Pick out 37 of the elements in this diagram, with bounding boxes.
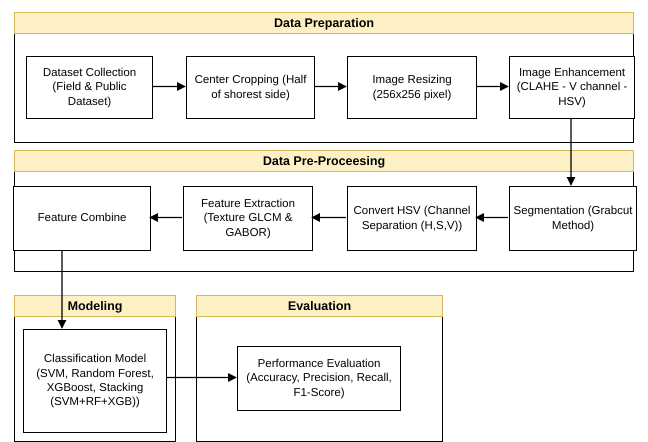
arrow bbox=[149, 212, 182, 222]
box-label: Convert HSV (Channel Separation (H,S,V)) bbox=[352, 204, 472, 233]
arrow bbox=[152, 82, 186, 92]
box-label: Dataset Collection (Field & Public Dataset) bbox=[42, 66, 138, 110]
process-box bbox=[13, 186, 151, 251]
box-label: Image Resizing (256x256 pixel) bbox=[371, 73, 453, 102]
arrow bbox=[476, 82, 509, 92]
box-label: Center Cropping (Half of shorest side) bbox=[194, 73, 308, 102]
arrow bbox=[57, 250, 67, 329]
process-box bbox=[186, 56, 315, 119]
section-header: Data Pre-Proceesing bbox=[14, 150, 634, 172]
process-box bbox=[347, 186, 477, 251]
section-panel bbox=[14, 150, 634, 272]
arrow bbox=[311, 212, 346, 222]
process-box bbox=[26, 56, 153, 119]
section-panel bbox=[196, 295, 443, 442]
process-box bbox=[23, 329, 167, 433]
box-label: Performance Evaluation (Accuracy, Precision, Recall, F1-Score) bbox=[245, 356, 393, 400]
process-box bbox=[509, 56, 635, 119]
arrow bbox=[475, 212, 508, 222]
section-panel bbox=[14, 12, 634, 143]
section-panel bbox=[14, 295, 176, 442]
box-label: Feature Combine bbox=[38, 211, 126, 226]
process-box bbox=[347, 56, 477, 119]
process-box bbox=[237, 346, 401, 411]
arrow bbox=[566, 118, 576, 186]
section-header: Evaluation bbox=[196, 295, 443, 317]
arrow bbox=[314, 82, 347, 92]
box-label: Classification Model (SVM, Random Forest, XGBoost, Stacking (SVM+RF+XGB)) bbox=[35, 352, 155, 410]
box-label: Feature Extraction (Texture GLCM & GABOR) bbox=[200, 196, 296, 240]
arrow bbox=[166, 372, 237, 382]
box-label: Image Enhancement (CLAHE - V channel - HSV) bbox=[516, 66, 628, 110]
section-header: Modeling bbox=[14, 295, 176, 317]
box-label: Segmentation (Grabcut Method) bbox=[513, 204, 633, 233]
process-box bbox=[509, 186, 637, 251]
process-box bbox=[183, 186, 313, 251]
section-header: Data Preparation bbox=[14, 12, 634, 34]
